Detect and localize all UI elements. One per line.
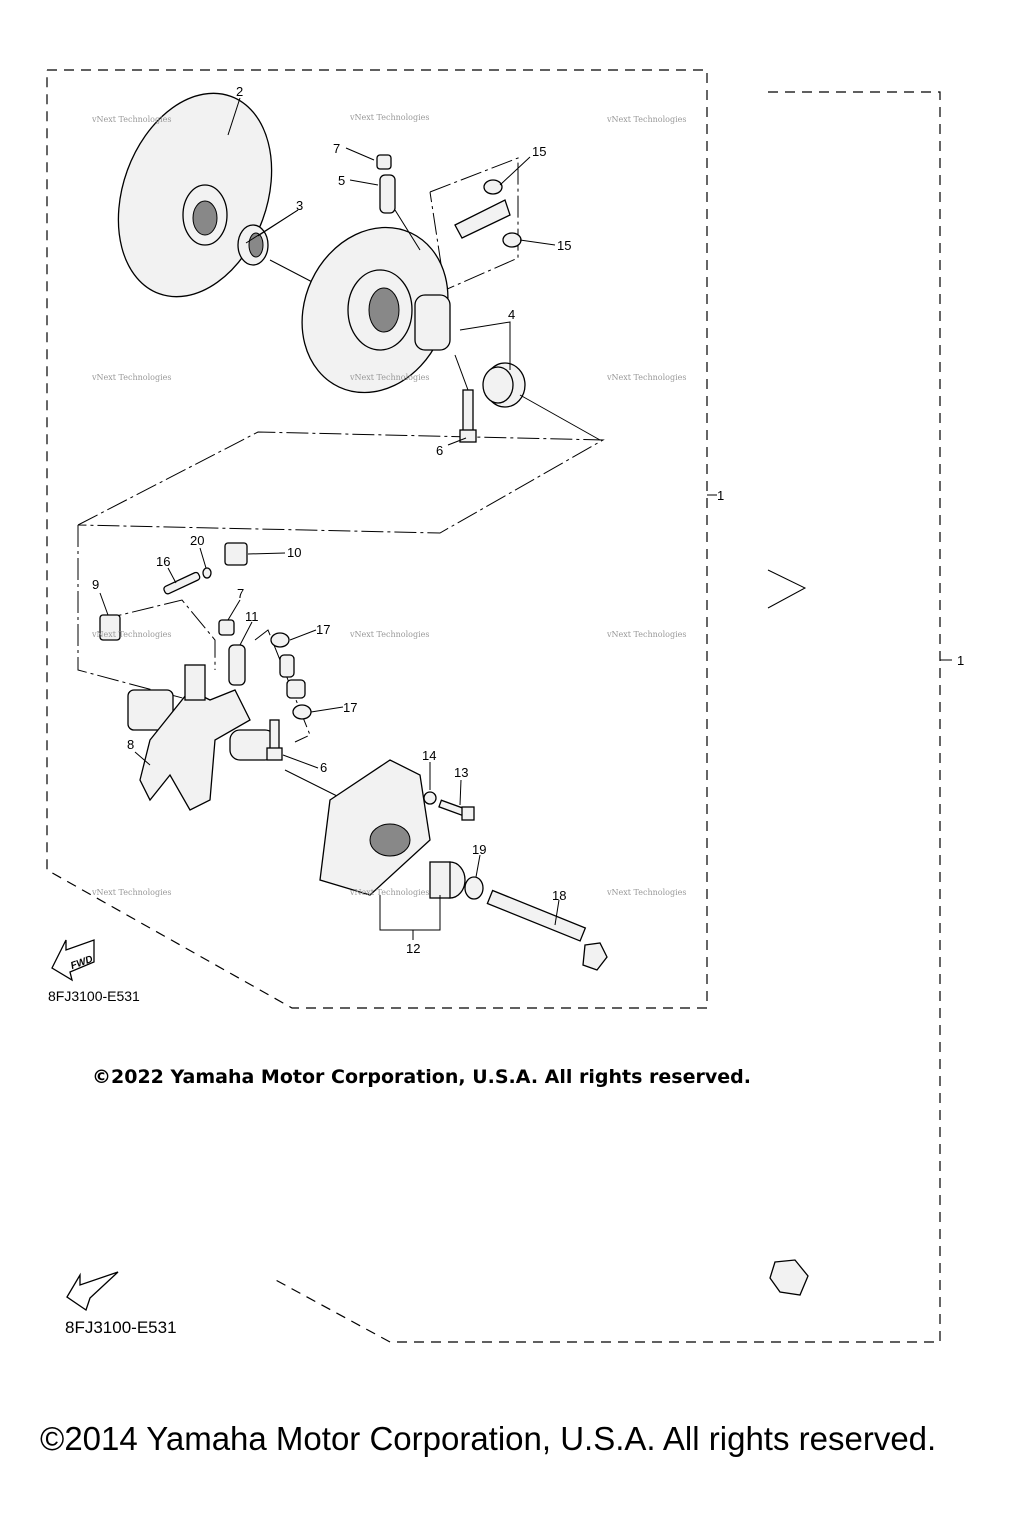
bearing-part-4: [482, 362, 526, 408]
callout-1: 1: [957, 653, 964, 668]
collar-part-7-lower: [218, 619, 235, 636]
callout-9: 9: [92, 577, 99, 592]
callout-18: 18: [552, 888, 566, 903]
callout-10: 10: [287, 545, 301, 560]
watermarks: vNext Technologies vNext Technologies vN…: [91, 113, 686, 897]
bearing-part-12: [429, 861, 466, 899]
cover-part-12: [319, 759, 431, 896]
callout-6: 6: [436, 443, 443, 458]
svg-text:vNext Technologies: vNext Technologies: [91, 373, 171, 382]
assembly-outline-upper: [77, 431, 605, 534]
block-part-9: [99, 614, 121, 641]
callout-3: 3: [296, 198, 303, 213]
arm-part-15: [454, 179, 522, 248]
sheave-part-2: [117, 92, 273, 298]
svg-text:vNext Technologies: vNext Technologies: [606, 373, 686, 382]
svg-text:vNext Technologies: vNext Technologies: [349, 373, 429, 382]
copyright-2014: ©2014 Yamaha Motor Corporation, U.S.A. A…: [40, 1420, 937, 1457]
fwd-arrow-icon-partial: [66, 1271, 119, 1312]
bolt-part-18: [486, 889, 608, 971]
svg-text:vNext Technologies: vNext Technologies: [606, 630, 686, 639]
block-part-10: [224, 542, 248, 566]
washer-part-17: [270, 632, 290, 648]
svg-text:vNext Technologies: vNext Technologies: [606, 115, 686, 124]
callout-11: 11: [245, 609, 259, 624]
bolt-part-13: [438, 799, 475, 821]
bolt-head-part: [769, 1259, 809, 1296]
callout-17: 17: [316, 622, 330, 637]
arm-outline: [429, 157, 519, 291]
spider-part-8: [127, 664, 276, 811]
fwd-arrow-icon: FWD: [51, 939, 95, 982]
svg-text:vNext Technologies: vNext Technologies: [91, 630, 171, 639]
callout-12: 12: [406, 941, 420, 956]
callout-15: 15: [532, 144, 546, 159]
diagram-code: 8FJ3100-E531: [48, 988, 140, 1004]
svg-text:vNext Technologies: vNext Technologies: [349, 113, 429, 122]
callout-15: 15: [557, 238, 571, 253]
svg-text:vNext Technologies: vNext Technologies: [349, 888, 429, 897]
callout-19: 19: [472, 842, 486, 857]
washer-part-17-b: [292, 704, 312, 720]
svg-text:vNext Technologies: vNext Technologies: [91, 888, 171, 897]
assembly-outline-lower: [77, 525, 191, 701]
copyright-2022: ©2022 Yamaha Motor Corporation, U.S.A. A…: [92, 1066, 751, 1088]
leader-lines: [99, 97, 560, 926]
svg-text:vNext Technologies: vNext Technologies: [91, 115, 171, 124]
callout-17: 17: [343, 700, 357, 715]
bolt-part-6-lower: [266, 719, 283, 761]
callout-1: 1: [717, 488, 724, 503]
callout-20: 20: [190, 533, 204, 548]
washer-part-14: [423, 791, 437, 805]
pin-part-16: [163, 571, 201, 595]
pin-part-5: [379, 174, 396, 214]
callout-7: 7: [237, 586, 244, 601]
callout-8: 8: [127, 737, 134, 752]
callout-2: 2: [236, 84, 243, 99]
inner-boundary: [46, 69, 708, 1009]
callout-13: 13: [454, 765, 468, 780]
callout-7: 7: [333, 141, 340, 156]
callout-6: 6: [320, 760, 327, 775]
washer-part-19: [464, 876, 484, 900]
bushing-part-3: [237, 224, 269, 266]
callout-4: 4: [508, 307, 515, 322]
callout-5: 5: [338, 173, 345, 188]
callout-16: 16: [156, 554, 170, 569]
callout-14: 14: [422, 748, 436, 763]
primary-sheave-part-4: [301, 226, 451, 394]
bolt-part-6: [459, 389, 477, 443]
ring-part-20: [202, 567, 212, 579]
collapse-chevron: [767, 569, 807, 609]
collar-part-7: [376, 154, 392, 170]
diagram-code-2: 8FJ3100-E531: [65, 1318, 177, 1337]
pin-part-11: [228, 644, 246, 686]
svg-text:vNext Technologies: vNext Technologies: [349, 630, 429, 639]
svg-text:vNext Technologies: vNext Technologies: [606, 888, 686, 897]
